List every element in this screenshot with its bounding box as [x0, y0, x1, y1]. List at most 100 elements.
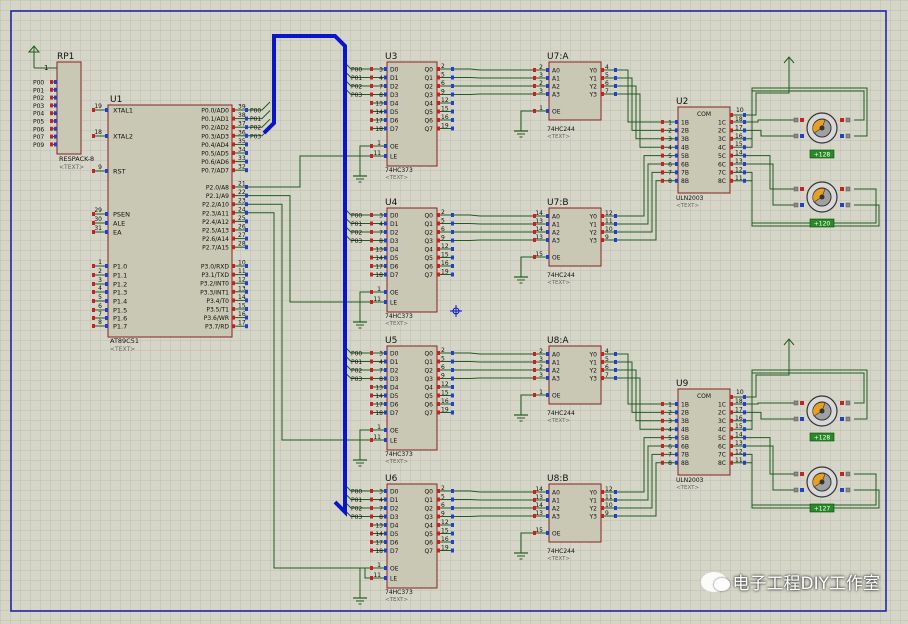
decoder-in-pin[interactable]	[533, 498, 549, 502]
latch-out-pin[interactable]	[437, 101, 454, 105]
latch-out-pin[interactable]	[437, 75, 454, 80]
latch-oe-pin[interactable]	[370, 566, 387, 570]
latch-in-pin[interactable]	[370, 540, 387, 544]
latch-in-pin[interactable]	[370, 523, 387, 527]
latch-in-pin[interactable]	[370, 514, 387, 519]
u1-right-pin[interactable]	[232, 202, 248, 207]
u1-right-pin[interactable]	[232, 307, 248, 311]
latch-in-pin[interactable]	[370, 506, 387, 510]
latch-in-pin[interactable]	[370, 410, 387, 415]
driver-out-pin[interactable]	[730, 452, 746, 457]
u1-right-pin[interactable]	[232, 142, 248, 147]
driver-out-pin[interactable]	[730, 136, 746, 141]
decoder-out-pin[interactable]	[601, 84, 617, 88]
driver-out-pin[interactable]	[730, 460, 746, 465]
latch-out-pin[interactable]	[437, 351, 454, 355]
driver-out-pin[interactable]	[730, 427, 746, 432]
decoder-in-pin[interactable]	[533, 352, 549, 356]
latch-in-pin[interactable]	[370, 489, 387, 493]
u1-left-pin[interactable]	[92, 108, 108, 112]
decoder-in-pin[interactable]	[533, 506, 549, 510]
rp1-pin[interactable]	[50, 103, 57, 108]
decoder-out-pin[interactable]	[601, 222, 617, 226]
decoder-in-pin[interactable]	[533, 368, 549, 372]
stepper-motor[interactable]: +128	[793, 395, 851, 442]
u1-right-pin[interactable]	[232, 324, 248, 329]
stepper-motor[interactable]: +127	[793, 466, 851, 513]
decoder-in-pin[interactable]	[533, 230, 549, 234]
latch-out-pin[interactable]	[437, 506, 454, 510]
latch-out-pin[interactable]	[437, 548, 454, 553]
u1-right-pin[interactable]	[232, 272, 248, 277]
u1-left-pin[interactable]	[92, 316, 108, 320]
decoder-out-pin[interactable]	[601, 506, 617, 510]
decoder-in-pin[interactable]	[533, 222, 549, 226]
latch-out-pin[interactable]	[437, 230, 454, 234]
decoder-en-pin[interactable]	[533, 255, 549, 259]
decoder-out-pin[interactable]	[601, 514, 617, 518]
driver-in-pin[interactable]	[661, 145, 678, 150]
decoder-out-pin[interactable]	[601, 214, 617, 218]
u1-right-pin[interactable]	[232, 315, 248, 320]
latch-in-pin[interactable]	[370, 84, 387, 88]
u1-right-pin[interactable]	[232, 228, 248, 232]
driver-out-pin[interactable]	[730, 418, 746, 423]
latch-out-pin[interactable]	[437, 385, 454, 389]
u1-right-pin[interactable]	[232, 236, 248, 241]
rp1-respack[interactable]: RP1 1 RESPACK-8 <TEXT> P00P01P02P03P04P0…	[27, 45, 94, 171]
latch-out-pin[interactable]	[437, 359, 454, 364]
latch-out-pin[interactable]	[437, 213, 454, 217]
driver-out-pin[interactable]	[730, 120, 746, 124]
latch-out-pin[interactable]	[437, 376, 454, 381]
decoder-in-pin[interactable]	[533, 68, 549, 72]
latch-in-pin[interactable]	[370, 393, 387, 398]
latch-oe-pin[interactable]	[370, 144, 387, 148]
driver-u9[interactable]: U9ULN2003<TEXT>COM101B12B23B34B45B56B67B…	[661, 338, 795, 491]
u1-left-pin[interactable]	[92, 221, 108, 225]
latch-in-pin[interactable]	[370, 92, 387, 97]
latch-in-pin[interactable]	[370, 351, 387, 355]
latch-out-pin[interactable]	[437, 410, 454, 415]
latch-in-pin[interactable]	[370, 385, 387, 389]
latch-out-pin[interactable]	[437, 368, 454, 372]
driver-out-pin[interactable]	[730, 435, 746, 440]
latch-out-pin[interactable]	[437, 238, 454, 243]
latch-out-pin[interactable]	[437, 531, 454, 536]
driver-out-pin[interactable]	[730, 162, 746, 166]
latch-le-pin[interactable]	[370, 300, 387, 304]
u1-right-pin[interactable]	[232, 116, 248, 121]
u1-right-pin[interactable]	[232, 133, 248, 138]
latch-in-pin[interactable]	[370, 359, 387, 364]
latch-out-pin[interactable]	[437, 393, 454, 398]
driver-in-pin[interactable]	[661, 128, 678, 133]
u1-right-pin[interactable]	[232, 298, 248, 303]
latch-in-pin[interactable]	[370, 238, 387, 243]
u1-left-pin[interactable]	[92, 299, 108, 303]
u1-right-pin[interactable]	[232, 108, 248, 112]
decoder-in-pin[interactable]	[533, 76, 549, 80]
driver-in-pin[interactable]	[661, 418, 678, 423]
rp1-pin[interactable]	[50, 119, 57, 123]
latch-out-pin[interactable]	[437, 247, 454, 251]
u1-right-pin[interactable]	[232, 264, 248, 268]
latch-out-pin[interactable]	[437, 92, 454, 97]
driver-out-pin[interactable]	[730, 153, 746, 158]
driver-in-pin[interactable]	[661, 153, 678, 158]
latch-out-pin[interactable]	[437, 540, 454, 544]
driver-in-pin[interactable]	[661, 170, 678, 175]
driver-out-pin[interactable]	[730, 178, 746, 183]
u1-right-pin[interactable]	[232, 185, 248, 189]
decoder-out-pin[interactable]	[601, 360, 617, 364]
u1-left-pin[interactable]	[92, 169, 108, 173]
u1-right-pin[interactable]	[232, 245, 248, 250]
driver-in-pin[interactable]	[661, 178, 678, 183]
decoder-out-pin[interactable]	[601, 368, 617, 372]
u1-right-pin[interactable]	[232, 219, 248, 224]
decoder-out-pin[interactable]	[601, 490, 617, 494]
latch-oe-pin[interactable]	[370, 428, 387, 432]
